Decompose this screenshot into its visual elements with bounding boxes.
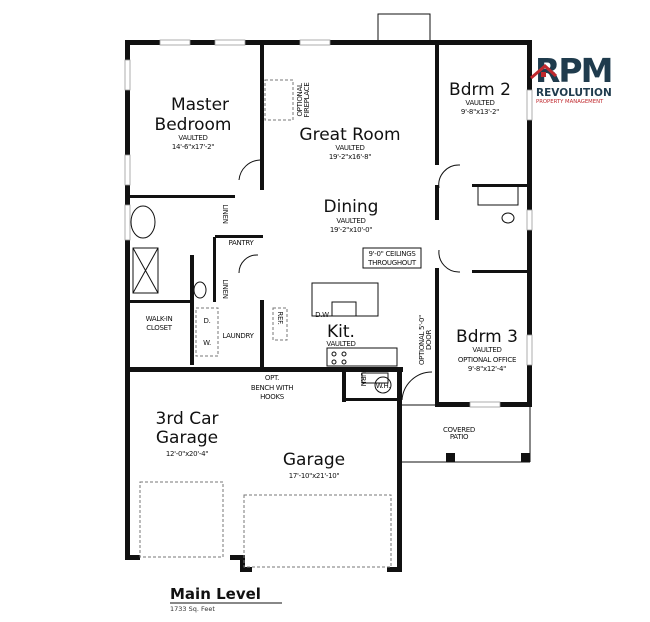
garage-door-left xyxy=(139,481,224,558)
fireplace-label: OPTIONAL xyxy=(296,83,304,117)
patio-post xyxy=(521,453,530,462)
toilet-icon xyxy=(193,281,207,299)
bdrm3-size: 9'-8"x12'-4" xyxy=(468,365,506,373)
water-heater-label: W.H. xyxy=(376,382,391,390)
bench-label-3: HOOKS xyxy=(260,393,285,401)
bdrm3-label: Bdrm 3 xyxy=(456,327,518,347)
dining-label: Dining xyxy=(324,197,379,217)
optional-door-label: OPTIONAL 5'-0" xyxy=(418,315,426,365)
great-room-note: VAULTED xyxy=(335,144,364,152)
linen-label-2: LINEN xyxy=(221,279,229,298)
roof-icon xyxy=(530,63,558,80)
pantry-label: PANTRY xyxy=(229,239,255,247)
bench-label-2: BENCH WITH xyxy=(251,384,293,392)
walkin-closet-label: WALK-IN xyxy=(146,315,173,323)
ceilings-note: 9'-0" CEILINGS xyxy=(368,250,416,258)
bench-label: OPT. xyxy=(265,374,279,382)
walkin-closet-label-2: CLOSET xyxy=(146,324,172,332)
bath-tub-icon xyxy=(477,184,519,206)
door-swing xyxy=(238,254,259,274)
garage-label: Garage xyxy=(283,450,345,470)
door-swing xyxy=(401,371,433,401)
garage-size: 17'-10"x21'-10" xyxy=(289,472,340,480)
laundry-label: LAUNDRY xyxy=(222,332,254,340)
dining-note: VAULTED xyxy=(336,217,365,225)
water-heater-icon xyxy=(374,376,392,394)
fixtures xyxy=(130,79,531,568)
dishwasher-label: D.W xyxy=(315,311,329,319)
square-feet: 1733 Sq. Feet xyxy=(170,605,215,613)
logo-tagline: PROPERTY MANAGEMENT xyxy=(536,99,604,105)
master-bedroom-label-2: Bedroom xyxy=(155,115,232,135)
kitchen-label: Kit. xyxy=(327,322,355,342)
sink-icon xyxy=(331,301,357,317)
washer-label: W. xyxy=(203,339,211,347)
bdrm3-note-2: OPTIONAL OFFICE xyxy=(458,356,516,364)
furnace-label: FURN xyxy=(359,368,367,386)
logo-name: REVOLUTION xyxy=(536,87,612,99)
garage-door-right xyxy=(243,494,392,568)
tub-icon xyxy=(130,205,156,239)
third-garage-size: 12'-0"x20'-4" xyxy=(166,450,208,458)
master-bedroom-note: VAULTED xyxy=(178,134,207,142)
chimney xyxy=(377,13,431,43)
main-level-title: Main Level xyxy=(170,585,261,603)
third-garage-label: 3rd Car xyxy=(156,409,219,429)
fridge-outline xyxy=(272,307,288,341)
rpm-logo: RPM REVOLUTION PROPERTY MANAGEMENT xyxy=(530,51,613,105)
ceilings-note-box xyxy=(362,247,422,269)
great-room-label: Great Room xyxy=(299,125,400,145)
ceilings-note-2: THROUGHOUT xyxy=(367,259,417,267)
toilet-icon xyxy=(501,212,515,224)
shower-icon xyxy=(132,247,159,294)
patio-label-2: PATIO xyxy=(450,433,469,441)
bdrm2-label: Bdrm 2 xyxy=(449,80,511,100)
patio-label: COVERED xyxy=(443,426,475,434)
dining-size: 19'-2"x10'-0" xyxy=(330,226,372,234)
bdrm2-size: 9'-8"x13'-2" xyxy=(461,108,499,116)
door-swing xyxy=(438,249,461,273)
bdrm2-note: VAULTED xyxy=(465,99,494,107)
master-bedroom-label: Master xyxy=(171,95,229,115)
great-room-size: 19'-2"x16'-8" xyxy=(329,153,371,161)
optional-door-label-2: DOOR xyxy=(425,330,433,351)
fireplace-label-2: FIREPLACE xyxy=(303,83,311,118)
door-swing xyxy=(238,159,261,181)
third-garage-label-2: Garage xyxy=(156,428,218,448)
washer-dryer-outline xyxy=(195,307,219,357)
dryer-label: D. xyxy=(203,317,210,325)
fridge-label: REF. xyxy=(276,311,284,324)
linen-label: LINEN xyxy=(221,204,229,223)
master-bedroom-size: 14'-6"x17'-2" xyxy=(172,143,214,151)
fireplace-outline xyxy=(264,79,294,121)
windows xyxy=(124,39,533,408)
bdrm3-note: VAULTED xyxy=(472,346,501,354)
patio-post xyxy=(446,453,455,462)
logo-mark: RPM xyxy=(535,51,611,90)
kitchen-note: VAULTED xyxy=(326,340,355,348)
counter xyxy=(326,347,398,367)
door-swing xyxy=(438,164,461,189)
